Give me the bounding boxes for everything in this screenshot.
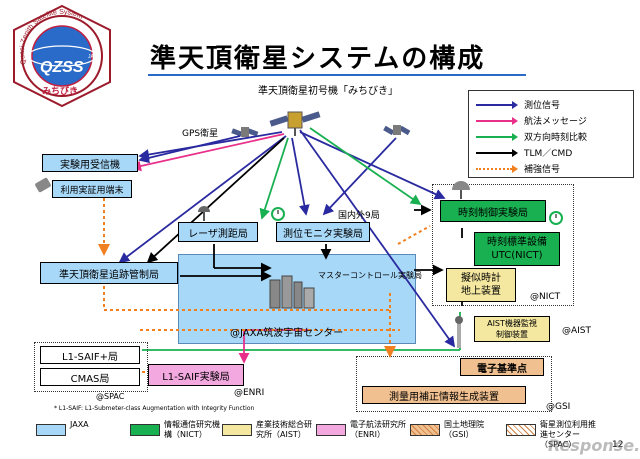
org-swatch-4 <box>316 424 346 436</box>
aist-line2: 制御装置 <box>496 330 528 339</box>
page-title: 準天頂衛星システムの構成 <box>150 44 486 74</box>
org-legend-label-5: 国土地理院（GSI） <box>444 420 484 439</box>
pseudo-line2: 地上装置 <box>461 286 501 297</box>
subtitle: 準天頂衛星初号機「みちびき」 <box>258 86 398 97</box>
l1saif-plus-box: L1-SAIF+局 <box>40 346 140 364</box>
cmas-box: CMAS局 <box>40 368 140 386</box>
qzss-logo: Quasi-Zenith Satellite System JAXA QZSS … <box>6 4 118 108</box>
time-ctrl-box: 時刻制御実験局 <box>440 200 546 222</box>
legend-label-4: TLM／CMD <box>524 149 573 159</box>
denshi-box: 電子基準点 <box>460 358 544 376</box>
aist-at-label: @AIST <box>562 326 592 336</box>
page-number: 12 <box>612 440 624 450</box>
org-legend-label-6: 衛星測位利用推進センター（SPAC） <box>540 420 596 449</box>
org-legend-label-2: 情報通信研究機構（NICT） <box>164 420 220 439</box>
legend-arrowhead-5 <box>512 165 518 173</box>
legend-line-1 <box>476 104 512 106</box>
gsi-at-label: @GSI <box>546 402 571 412</box>
page-title-underline <box>148 74 526 76</box>
pseudo-line1: 擬似時計 <box>461 273 501 284</box>
logo-sub: みちびき <box>42 85 78 97</box>
org-swatch-5 <box>410 424 440 436</box>
master-station-icon <box>269 275 315 309</box>
spac-region <box>34 342 148 392</box>
gps-satellite-icon <box>383 125 411 136</box>
org-swatch-2 <box>130 424 160 436</box>
org-legend-label-3: 産業技術総合研究所（AIST） <box>256 420 312 439</box>
survey-box: 測量用補正情報生成装置 <box>362 386 526 404</box>
legend-arrowhead-4 <box>512 149 518 157</box>
satellite-icon <box>269 111 321 136</box>
tracking-box: 準天頂衛星追跡管制局 <box>40 262 178 284</box>
org-swatch-1 <box>36 424 66 436</box>
terminal-icon <box>35 177 51 193</box>
org-legend-label-1: JAXA <box>70 420 89 429</box>
enri-at-label: @ENRI <box>234 388 265 398</box>
legend-label-5: 補強信号 <box>524 165 561 175</box>
nict-at-label: @NICT <box>530 292 561 302</box>
watermark: Response. <box>548 436 640 455</box>
gsi-region <box>356 356 552 412</box>
legend-label-2: 航法メッセージ <box>524 117 587 127</box>
l1saif-exp-box: L1-SAIF実験局 <box>148 364 244 386</box>
master-label: マスターコントロール実験局 <box>318 271 422 280</box>
clock-icon <box>549 211 563 225</box>
org-swatch-6 <box>506 424 536 436</box>
legend-arrowhead-3 <box>512 133 518 141</box>
time-std-line1: 時刻標準設備 <box>487 237 547 248</box>
gps-label: GPS衛星 <box>182 129 219 139</box>
antenna-icon <box>452 181 470 199</box>
receiver-box: 実験用受信機 <box>42 154 138 172</box>
gps-satellite-icon <box>231 127 259 137</box>
legend-line-3 <box>476 136 512 138</box>
legend-label-1: 測位信号 <box>524 101 561 111</box>
time-std-line2: UTC(NICT) <box>491 250 543 261</box>
pseudo-clock-box: 擬似時計 地上装置 <box>446 268 516 302</box>
time-std-box: 時刻標準設備 UTC(NICT) <box>474 232 560 266</box>
terminal-box: 利用実証用端末 <box>52 180 132 198</box>
legend-line-2 <box>476 120 512 122</box>
clock-icon <box>271 207 285 221</box>
org-swatch-3 <box>222 424 252 436</box>
logo-agency: JAXA <box>88 54 101 60</box>
antenna-icon <box>198 206 210 221</box>
legend-arrowhead-1 <box>512 101 518 109</box>
aist-box: AIST機器監視 制御装置 <box>474 316 550 342</box>
legend-line-5 <box>476 168 512 170</box>
org-legend-label-4: 電子航法研究所（ENRI） <box>350 420 406 439</box>
legend-arrowhead-2 <box>512 117 518 125</box>
laser-box: レーザ測距局 <box>178 222 258 242</box>
jaxa-at-label: @JAXA筑波宇宙センター <box>230 328 344 339</box>
footnote: * L1-SAIF: L1-Submeter-class Augmentatio… <box>54 405 255 412</box>
gnss-antenna-icon <box>455 316 463 348</box>
logo-brand: QZSS <box>40 59 84 76</box>
aist-line1: AIST機器監視 <box>487 319 537 328</box>
spac-at-label: @SPAC <box>96 392 125 401</box>
legend-label-3: 双方向時刻比較 <box>524 133 588 143</box>
nict-region <box>432 184 574 306</box>
legend-line-4 <box>476 152 512 154</box>
monitor-box: 測位モニタ実験局 <box>276 222 370 242</box>
domestic-label: 国内外9局 <box>338 211 380 221</box>
